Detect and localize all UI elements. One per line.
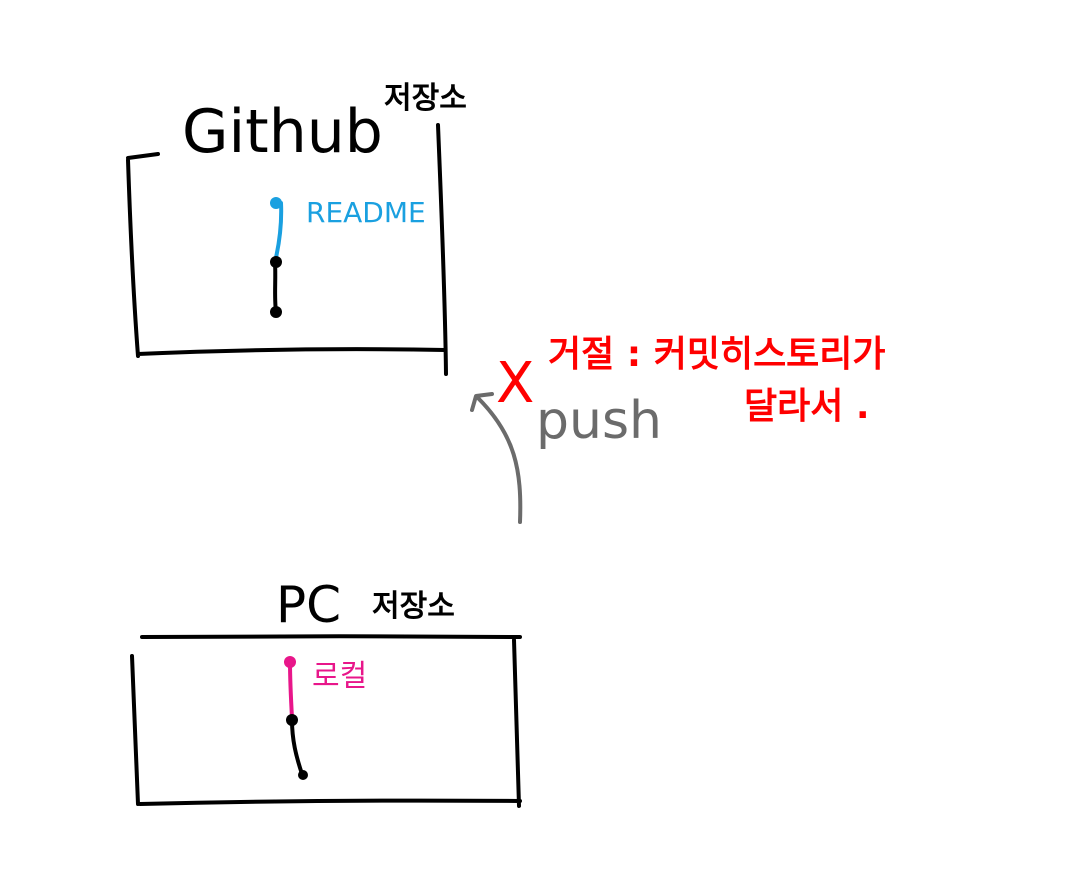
- rejection-reason-line1: 거절 : 커밋히스토리가: [548, 334, 886, 375]
- rejection-reason-line2: 달라서 .: [744, 386, 870, 427]
- remote-commit-1: [270, 306, 282, 318]
- local-repository: PC 저장소 로컬: [130, 576, 522, 808]
- local-branch-label: 로컬: [312, 659, 367, 694]
- local-repo-subtitle: 저장소: [372, 589, 455, 624]
- remote-repo-subtitle: 저장소: [384, 81, 467, 116]
- remote-commit-2: [270, 256, 282, 268]
- remote-branch-label: README: [306, 196, 426, 229]
- remote-repo-title: Github: [182, 97, 383, 167]
- remote-branch-line: [273, 201, 284, 264]
- arrowhead-icon: [470, 392, 494, 412]
- remote-repo-box: [126, 123, 448, 376]
- rejection-note: X 거절 : 커밋히스토리가 달라서 .: [496, 334, 886, 427]
- local-repo-title: PC: [276, 576, 341, 634]
- remote-commit-line: [273, 260, 278, 314]
- push-arrow: push: [470, 391, 662, 524]
- remote-repository: Github 저장소 README: [126, 81, 467, 376]
- local-commit-1: [298, 770, 308, 780]
- remote-commit-head: [270, 197, 282, 209]
- local-repo-box: [130, 634, 522, 808]
- local-commit-line: [290, 718, 304, 776]
- local-commit-head: [284, 656, 296, 668]
- rejected-x-icon: X: [496, 351, 534, 416]
- curved-up-arrow-icon: [476, 396, 523, 524]
- local-branch-line: [288, 660, 294, 720]
- push-label: push: [536, 391, 662, 451]
- local-commit-2: [286, 714, 298, 726]
